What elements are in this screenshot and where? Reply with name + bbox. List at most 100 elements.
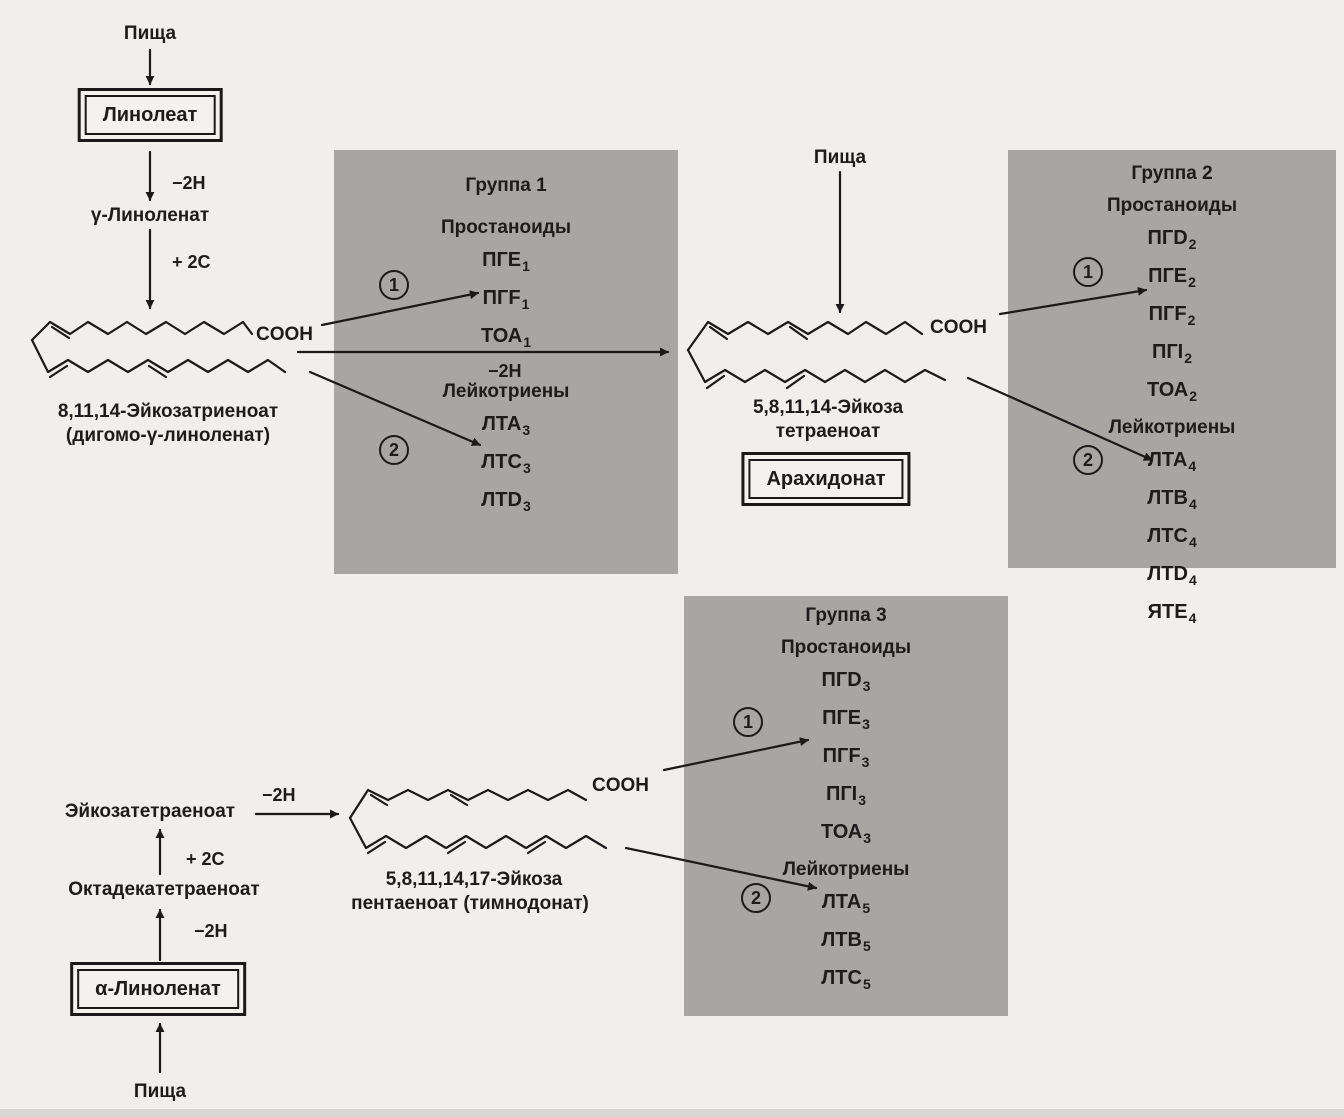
compound-name: ПГI bbox=[825, 783, 858, 805]
dgla-to-aa-minus-2h: −2H bbox=[488, 361, 522, 381]
compound-name: ПГI bbox=[1151, 341, 1184, 363]
group2-leukotrienes-item: ЛТС4 bbox=[1008, 520, 1336, 558]
alpha-linolenate-label: α-Линоленат bbox=[77, 969, 239, 1009]
alpha-linolenate-box: α-Линоленат bbox=[70, 962, 246, 1016]
compound-subscript: 4 bbox=[1188, 572, 1197, 588]
compound-name: ЛТА bbox=[821, 891, 862, 913]
compound-name: ЯТЕ bbox=[1147, 601, 1188, 623]
compound-subscript: 2 bbox=[1188, 236, 1197, 252]
compound-subscript: 3 bbox=[862, 678, 871, 694]
dgla-chain-lower bbox=[30, 338, 287, 374]
compound-name: ЛТВ bbox=[821, 929, 862, 951]
compound-name: ПГЕ bbox=[822, 707, 862, 729]
compound-subscript: 3 bbox=[863, 830, 872, 846]
group3-leukotrienes-item: ЛТС5 bbox=[684, 962, 1008, 1000]
group1-title: Группа 1 bbox=[465, 175, 547, 196]
dgla-chain-upper bbox=[30, 320, 254, 342]
octadeca-step-minus-2h: −2H bbox=[194, 921, 228, 941]
group1-leukotrienes-item: ЛТА3 bbox=[334, 408, 678, 446]
linoleate-box: Линолеат bbox=[77, 88, 223, 142]
group2-title: Группа 2 bbox=[1131, 163, 1213, 184]
compound-subscript: 3 bbox=[522, 422, 531, 438]
dgla-step-plus-2c: + 2C bbox=[172, 252, 211, 272]
compound-subscript: 3 bbox=[858, 792, 867, 808]
route-1-marker-group2: 1 bbox=[1073, 257, 1103, 287]
group2-leukotrienes-item: ЛТВ4 bbox=[1008, 482, 1336, 520]
food-label-bottom-left: Пища bbox=[133, 1081, 187, 1102]
compound-subscript: 3 bbox=[862, 716, 870, 732]
dgla-cooh: COOH bbox=[256, 324, 313, 345]
compound-name: ЛТС bbox=[481, 451, 522, 473]
group2-leukotrienes-heading: Лейкотриены bbox=[1108, 417, 1236, 438]
compound-name: ТОА bbox=[480, 325, 523, 347]
group1-prostanoids-item: ТОА1 bbox=[334, 320, 678, 358]
arachidonate-label: Арахидонат bbox=[748, 459, 904, 499]
group3-prostanoids-item: ТОА3 bbox=[684, 816, 1008, 854]
arrow-aa-group2-route1 bbox=[998, 286, 1148, 316]
aa-name-line2: тетраеноат bbox=[775, 421, 881, 442]
group3-leukotrienes-item: ЛТА5 bbox=[684, 886, 1008, 924]
group3-prostanoids-heading: Простаноиды bbox=[780, 637, 912, 658]
dgla-name: 8,11,14-Эйкозатриеноат bbox=[57, 401, 279, 422]
compound-subscript: 2 bbox=[1188, 274, 1196, 290]
group2-leukotrienes-item: ЯТЕ4 bbox=[1008, 596, 1336, 634]
compound-subscript: 1 bbox=[523, 334, 532, 350]
aa-chain-upper bbox=[686, 320, 924, 352]
group2-leukotrienes-item: ЛТD4 bbox=[1008, 558, 1336, 596]
route-1-marker-group3: 1 bbox=[733, 707, 763, 737]
compound-subscript: 4 bbox=[1188, 534, 1197, 550]
group3-leukotrienes-heading: Лейкотриены bbox=[782, 859, 910, 880]
compound-name: ЛТВ bbox=[1147, 487, 1188, 509]
group2-prostanoids-item: ПГI2 bbox=[1008, 336, 1336, 374]
compound-name: ПГF bbox=[822, 745, 861, 767]
epa-name-line1: 5,8,11,14,17-Эйкоза bbox=[385, 869, 563, 890]
group2-prostanoids-item: ПГD2 bbox=[1008, 222, 1336, 260]
arrow-dgla-group1-route2 bbox=[308, 370, 482, 447]
epa-chain-lower bbox=[348, 816, 608, 850]
compound-subscript: 2 bbox=[1189, 388, 1198, 404]
compound-name: ПГD bbox=[1147, 227, 1188, 249]
arrow-aa-group2-route2 bbox=[966, 376, 1154, 462]
group3-prostanoids-item: ПГЕ3 bbox=[684, 702, 1008, 740]
compound-name: ЛТА bbox=[1147, 449, 1188, 471]
group3-prostanoids-item: ПГF3 bbox=[684, 740, 1008, 778]
compound-subscript: 2 bbox=[1187, 312, 1196, 328]
compound-subscript: 4 bbox=[1188, 458, 1197, 474]
group3-prostanoids-item: ПГD3 bbox=[684, 664, 1008, 702]
epa-step-minus-2h: −2H bbox=[262, 785, 296, 805]
compound-subscript: 5 bbox=[862, 976, 871, 992]
octadecatetraenoate-label: Октадекатетраеноат bbox=[68, 879, 260, 900]
gamma-linolenate-label: γ-Линоленат bbox=[90, 205, 210, 226]
compound-name: ЛТА bbox=[481, 413, 522, 435]
compound-subscript: 1 bbox=[522, 258, 530, 274]
compound-subscript: 3 bbox=[522, 460, 531, 476]
route-2-marker-group2: 2 bbox=[1073, 445, 1103, 475]
epa-cooh: COOH bbox=[592, 775, 649, 796]
compound-name: ЛТС bbox=[1147, 525, 1188, 547]
compound-subscript: 5 bbox=[862, 900, 871, 916]
group1-leukotrienes-item: ЛТD3 bbox=[334, 484, 678, 522]
group1-prostanoids-heading: Простаноиды bbox=[440, 217, 572, 238]
group2-prostanoids-item: ПГЕ2 bbox=[1008, 260, 1336, 298]
group1-prostanoids-item: ПГЕ1 bbox=[334, 244, 678, 282]
group1-leukotrienes-item: ЛТС3 bbox=[334, 446, 678, 484]
group2-leukotrienes-item: ЛТА4 bbox=[1008, 444, 1336, 482]
route-2-marker-group1: 2 bbox=[379, 435, 409, 465]
compound-subscript: 5 bbox=[862, 938, 871, 954]
group2-prostanoids-item: ПГF2 bbox=[1008, 298, 1336, 336]
epa-step-plus-2c: + 2C bbox=[186, 849, 225, 869]
route-2-marker-group3: 2 bbox=[741, 883, 771, 913]
compound-subscript: 3 bbox=[861, 754, 870, 770]
group3-prostanoids-item: ПГI3 bbox=[684, 778, 1008, 816]
compound-name: ТОА bbox=[1146, 379, 1189, 401]
compound-name: ПГЕ bbox=[1148, 265, 1188, 287]
group2-prostanoids-heading: Простаноиды bbox=[1106, 195, 1238, 216]
page-edge-strip bbox=[0, 1109, 1344, 1117]
compound-name: ПГF bbox=[1148, 303, 1187, 325]
compound-subscript: 4 bbox=[1188, 610, 1197, 626]
aa-chain-lower bbox=[686, 348, 947, 384]
